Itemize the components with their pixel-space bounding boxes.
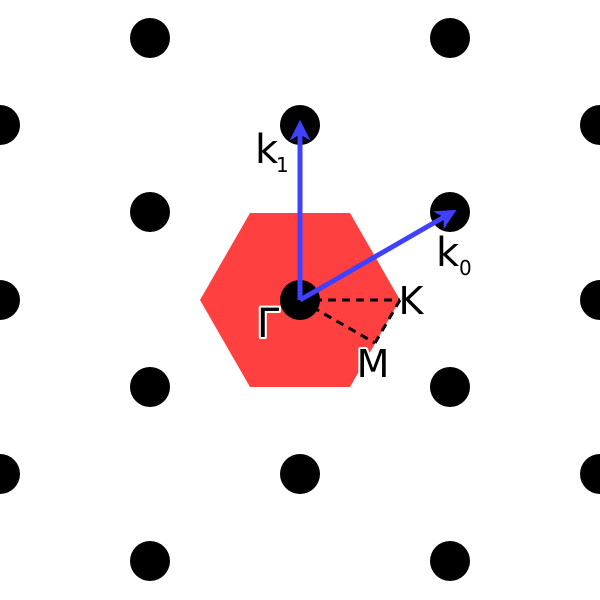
lattice-points — [0, 18, 600, 581]
lattice-point — [580, 280, 600, 320]
gamma-m-path — [299, 298, 376, 345]
lattice-point — [0, 105, 20, 145]
lattice-point — [0, 454, 20, 494]
lattice-point — [130, 367, 170, 407]
lattice-point — [130, 18, 170, 58]
k0-label-base: k — [436, 230, 460, 276]
lattice-point — [0, 280, 20, 320]
gamma-label: Γ — [257, 301, 280, 347]
k1-label-subscript: 1 — [276, 153, 289, 177]
lattice-point — [430, 18, 470, 58]
k0-vector — [298, 209, 457, 303]
lattice-point — [430, 541, 470, 581]
lattice-point — [130, 192, 170, 232]
m-point-label: M — [357, 342, 390, 386]
lattice-point — [580, 105, 600, 145]
k-point-label: K — [399, 279, 425, 323]
lattice-point — [130, 541, 170, 581]
k1-label: k 1 — [255, 127, 289, 177]
k0-label: k 0 — [436, 230, 472, 280]
k0-label-subscript: 0 — [459, 256, 472, 280]
k1-label-base: k — [255, 127, 279, 173]
lattice-point — [280, 454, 320, 494]
lattice-point — [430, 367, 470, 407]
lattice-point — [580, 454, 600, 494]
